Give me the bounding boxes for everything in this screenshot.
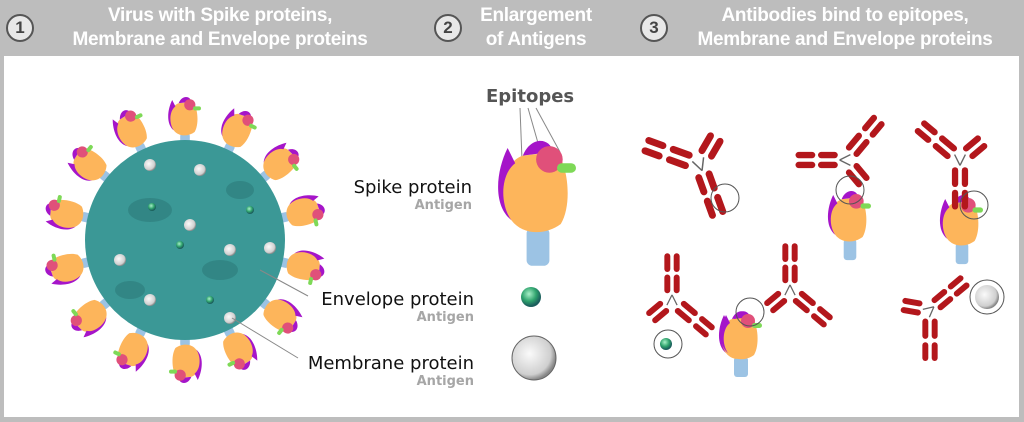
title-line: Antibodies bind to epitopes,: [721, 5, 969, 26]
membrane-protein: [144, 159, 156, 171]
step-number-3: 3: [640, 14, 668, 42]
envelope-protein: [176, 241, 184, 249]
envelope-protein-enlarged: [521, 287, 541, 307]
antibody-binding-panel: [635, 110, 1005, 377]
title-line: Membrane and Envelope proteins: [697, 29, 993, 50]
epitopes-label: Epitopes: [486, 86, 575, 107]
membrane-protein: [224, 244, 236, 256]
label-name: Membrane protein: [307, 353, 474, 374]
section-title-2: Enlargement of Antigens: [466, 4, 606, 52]
membrane-protein: [144, 294, 156, 306]
membrane-protein: [114, 254, 126, 266]
title-line: Virus with Spike proteins,: [107, 5, 333, 26]
title-line: of Antigens: [485, 29, 587, 50]
title-line: Enlargement: [480, 5, 592, 26]
envelope-protein: [148, 203, 156, 211]
virus-particle: [41, 96, 329, 384]
label-type: Antigen: [416, 310, 474, 325]
title-line: Membrane and Envelope proteins: [72, 29, 368, 50]
step-number-2: 2: [434, 14, 462, 42]
section-title-3: Antibodies bind to epitopes, Membrane and…: [670, 4, 1020, 52]
label-type: Antigen: [414, 198, 472, 213]
label-type: Antigen: [416, 374, 474, 389]
membrane-protein: [224, 312, 236, 324]
envelope-protein: [206, 296, 214, 304]
label-name: Spike protein: [353, 177, 472, 198]
envelope-protein: [246, 206, 254, 214]
step-number-1: 1: [6, 14, 34, 42]
membrane-protein: [184, 219, 196, 231]
membrane-protein: [194, 164, 206, 176]
label-name: Envelope protein: [321, 289, 474, 310]
spike-protein-enlarged: [498, 107, 576, 266]
section-title-1: Virus with Spike proteins, Membrane and E…: [50, 4, 390, 52]
membrane-protein-enlarged: [511, 335, 557, 381]
membrane-protein: [264, 242, 276, 254]
